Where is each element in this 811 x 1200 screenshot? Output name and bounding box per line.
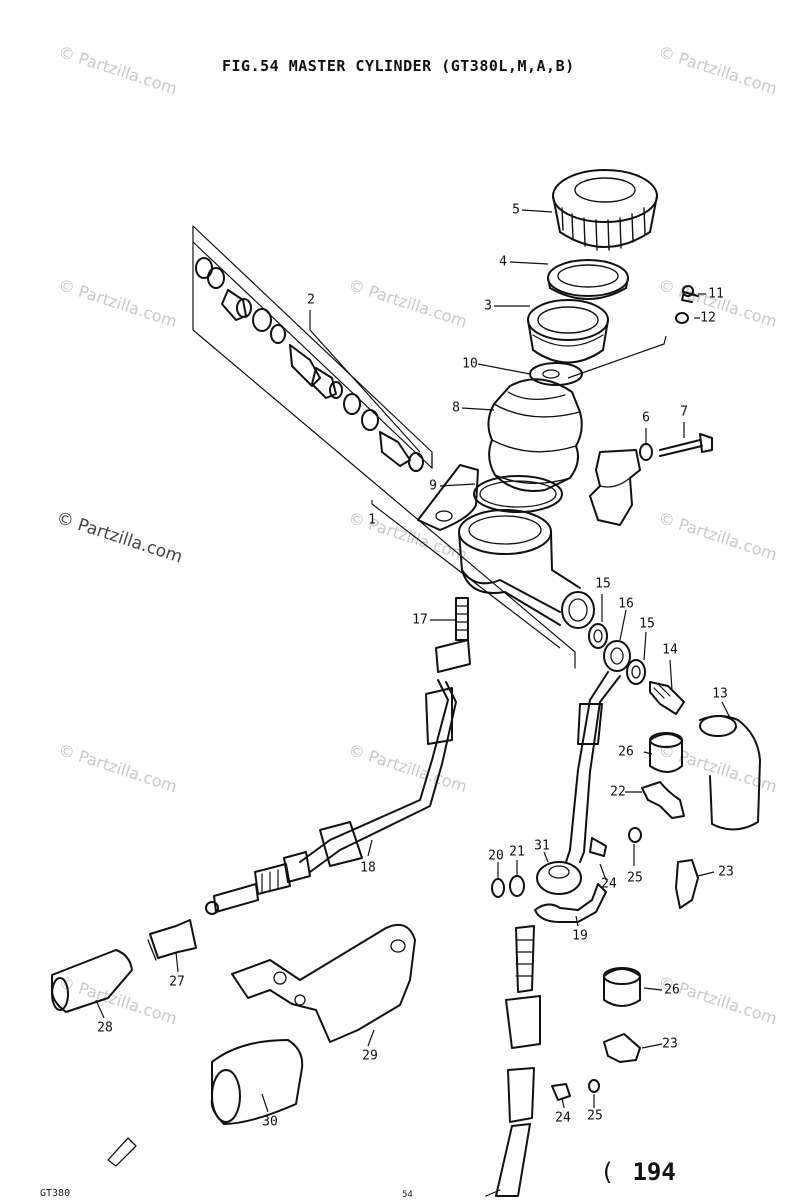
part-23-clamp <box>675 859 699 909</box>
callout-5: 5 <box>512 202 520 218</box>
part-28-boot <box>51 949 133 1013</box>
part-9-o-ring <box>473 475 563 513</box>
part-12-washer <box>675 312 689 324</box>
callout-2: 2 <box>307 292 315 308</box>
part-19-union <box>534 883 607 923</box>
callout-16: 16 <box>618 596 634 612</box>
part-2-piston-kit <box>195 257 424 472</box>
part-24-bolt-2 <box>551 1083 571 1101</box>
part-30-sleeve <box>210 1039 304 1125</box>
callout-9: 9 <box>429 478 437 494</box>
part-13-reservoir-tube <box>699 715 761 831</box>
figure-title: FIG.54 MASTER CYLINDER (GT380L,M,A,B) <box>222 57 575 75</box>
callout-1: 1 <box>368 512 376 528</box>
callout-31: 31 <box>534 838 550 854</box>
callout-24: 24 <box>601 876 617 892</box>
callout-26: 26 <box>664 982 680 998</box>
part-5-reservoir-cap <box>552 169 658 251</box>
part-10-gasket <box>529 362 583 386</box>
clamp-bracket <box>589 449 641 526</box>
callout-7: 7 <box>680 404 688 420</box>
part-27-fitting <box>147 919 197 961</box>
footer-model-code: GT380 <box>40 1188 71 1199</box>
part-23-clamp-2 <box>603 1033 641 1063</box>
part-17-union-bolt <box>435 597 471 673</box>
part-29-bracket <box>231 924 416 1043</box>
part-26-cap <box>649 732 683 773</box>
callout-6: 6 <box>642 410 650 426</box>
callout-13: 13 <box>712 686 728 702</box>
page-number-paren: ( <box>600 1158 615 1186</box>
callout-27: 27 <box>169 974 185 990</box>
part-14-banjo-bolt <box>649 681 685 715</box>
part-24-bolt <box>589 837 607 857</box>
part-16-banjo <box>603 640 631 672</box>
part-11-screw <box>681 285 699 303</box>
brake-pipe <box>565 671 621 863</box>
callout-20: 20 <box>488 848 504 864</box>
callout-15: 15 <box>595 576 611 592</box>
callout-19: 19 <box>572 928 588 944</box>
callout-24: 24 <box>555 1110 571 1126</box>
callout-26: 26 <box>618 744 634 760</box>
callout-23: 23 <box>662 1036 678 1052</box>
brand-mark <box>107 1137 137 1167</box>
callout-17: 17 <box>412 612 428 628</box>
callout-4: 4 <box>499 254 507 270</box>
callout-8: 8 <box>452 400 460 416</box>
part-25-washer-2 <box>588 1079 600 1093</box>
part-7-bolt <box>659 433 713 457</box>
part-21-washer <box>509 875 525 897</box>
callout-23: 23 <box>718 864 734 880</box>
page-number: (194 <box>600 1158 676 1186</box>
part-8-boot <box>487 378 583 492</box>
part-2-frame <box>192 225 433 469</box>
part-26-cap-2 <box>603 967 641 1007</box>
kit-outline <box>192 241 576 669</box>
callout-11: 11 <box>708 286 724 302</box>
lower-hose <box>485 925 541 1197</box>
callout-10: 10 <box>462 356 478 372</box>
callout-29: 29 <box>362 1048 378 1064</box>
callout-30: 30 <box>262 1114 278 1130</box>
part-4-diaphragm <box>547 259 629 300</box>
part-18-clutch-hose <box>205 679 457 915</box>
callout-12: 12 <box>700 310 716 326</box>
part-15-washer-2 <box>626 659 646 685</box>
part-3-reservoir <box>527 299 609 364</box>
callout-25: 25 <box>587 1108 603 1124</box>
master-cylinder-body <box>417 464 595 629</box>
footer-figure-number: 54 <box>402 1190 413 1200</box>
callout-14: 14 <box>662 642 678 658</box>
callout-22: 22 <box>610 784 626 800</box>
part-31-banjo <box>536 861 582 895</box>
leader-lines <box>95 209 731 1113</box>
part-20-nut <box>491 878 505 898</box>
callout-15: 15 <box>639 616 655 632</box>
part-22-clip <box>641 781 685 819</box>
callout-18: 18 <box>360 860 376 876</box>
callout-21: 21 <box>509 844 525 860</box>
part-15-washer <box>588 623 608 649</box>
part-25-washer <box>628 827 642 843</box>
callout-28: 28 <box>97 1020 113 1036</box>
callout-25: 25 <box>627 870 643 886</box>
page-number-value: 194 <box>632 1158 676 1186</box>
callout-3: 3 <box>484 298 492 314</box>
part-6-washer <box>639 443 653 461</box>
